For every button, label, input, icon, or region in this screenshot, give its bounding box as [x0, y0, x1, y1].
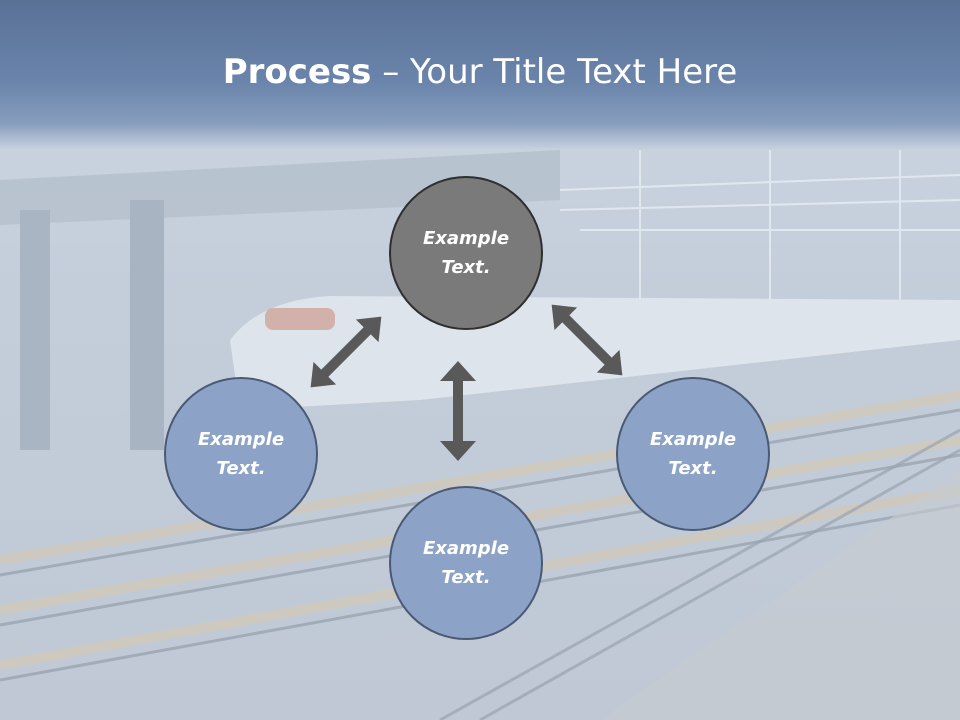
node-right[interactable]: Example Text.	[616, 377, 770, 531]
node-top-text: Example Text.	[422, 228, 510, 278]
title-bar	[0, 0, 960, 150]
node-top[interactable]: Example Text.	[389, 176, 543, 330]
node-left-text: Example Text.	[197, 429, 285, 479]
node-bottom-text: Example Text.	[422, 538, 510, 588]
node-bottom[interactable]: Example Text.	[389, 486, 543, 640]
page-title: Process – Your Title Text Here	[0, 52, 960, 92]
node-left[interactable]: Example Text.	[164, 377, 318, 531]
title-bold: Process	[222, 52, 372, 92]
node-right-text: Example Text.	[649, 429, 737, 479]
title-rest: – Your Title Text Here	[371, 52, 738, 92]
